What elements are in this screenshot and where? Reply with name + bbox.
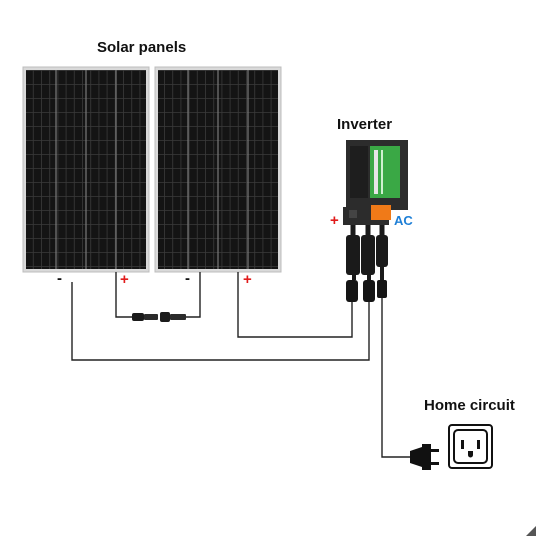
mc4-connector-icon: [132, 312, 186, 322]
inverter-positive-sign: +: [330, 212, 339, 229]
right-panel-positive-sign: +: [243, 271, 252, 288]
ac-wiring: [381, 298, 410, 458]
inverter-icon: [343, 140, 408, 302]
ac-label: AC: [394, 213, 413, 228]
solar-panel-right-icon: [154, 66, 282, 273]
left-panel-negative-sign: -: [57, 270, 62, 287]
wall-socket-icon: [448, 424, 493, 469]
dc-wiring: [71, 272, 370, 361]
plug-icon: [410, 444, 439, 470]
right-panel-negative-sign: -: [185, 270, 190, 287]
inverter-title: Inverter: [337, 116, 393, 133]
corner-mark-icon: [526, 526, 536, 536]
home-circuit-title: Home circuit: [424, 397, 515, 414]
solar-panels-title: Solar panels: [97, 39, 187, 56]
solar-panel-left-icon: [22, 66, 150, 273]
left-panel-positive-sign: +: [120, 271, 129, 288]
